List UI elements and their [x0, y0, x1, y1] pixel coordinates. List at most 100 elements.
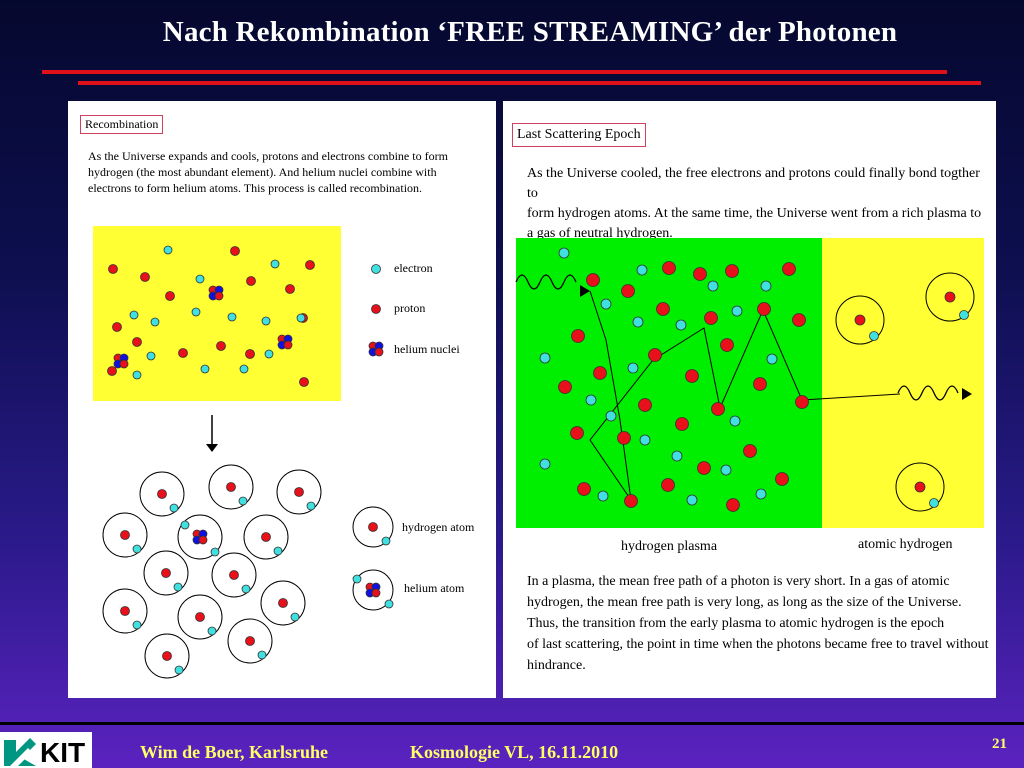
plasma-electron	[639, 434, 651, 446]
proton-particle	[216, 341, 226, 351]
plasma-electron	[632, 316, 644, 328]
plasma-proton	[656, 302, 670, 316]
hydrogen-electron	[238, 496, 248, 506]
recombination-box-label: Recombination	[80, 115, 164, 134]
proton-particle	[107, 366, 117, 376]
legend-helium-electron	[352, 574, 362, 584]
plasma-proton	[725, 264, 739, 278]
plasma-electron	[600, 298, 612, 310]
caption-atomic-hydrogen: atomic hydrogen	[858, 537, 953, 552]
proton-particle	[132, 337, 142, 347]
plasma-proton	[697, 461, 711, 475]
helium-proton	[214, 291, 224, 301]
photon-wave-in	[515, 274, 577, 290]
plasma-proton	[617, 431, 631, 445]
plasma-proton	[782, 262, 796, 276]
legend-proton-icon	[371, 304, 381, 314]
footer-course: Kosmologie VL, 16.11.2010	[410, 742, 619, 762]
atomic-hydrogen-electron	[869, 331, 879, 341]
hydrogen-proton	[120, 530, 130, 540]
plasma-electron	[636, 264, 648, 276]
electron-particle	[150, 317, 160, 327]
hydrogen-atom-orbit	[177, 594, 223, 640]
atomic-hydrogen-orbit	[895, 462, 945, 512]
legend-hydrogen-proton	[368, 522, 378, 532]
helium-electron	[180, 520, 190, 530]
recombination-text: As the Universe expands and cools, proto…	[88, 149, 448, 195]
hydrogen-atom-orbit	[227, 618, 273, 664]
electron-particle	[261, 316, 271, 326]
plasma-proton	[757, 302, 771, 316]
helium-proton	[198, 535, 208, 545]
hydrogen-electron	[174, 665, 184, 675]
hydrogen-atom-orbit	[260, 580, 306, 626]
hydrogen-atom-orbit	[139, 471, 185, 517]
last-scattering-outro: In a plasma, the mean free path of a pho…	[527, 574, 989, 673]
plasma-electron	[707, 280, 719, 292]
proton-particle	[305, 260, 315, 270]
helium-proton	[371, 588, 381, 598]
hydrogen-proton	[161, 568, 171, 578]
helium-nucleus	[208, 285, 224, 301]
plasma-proton	[648, 348, 662, 362]
plasma-proton	[753, 377, 767, 391]
down-arrow-icon	[206, 444, 218, 452]
last-scattering-box-label: Last Scattering Epoch	[512, 123, 646, 147]
atomic-hydrogen-atoms	[835, 272, 975, 512]
hydrogen-electron	[132, 544, 142, 554]
proton-particle	[108, 264, 118, 274]
proton-particle	[165, 291, 175, 301]
proton-particle	[230, 246, 240, 256]
legend-helium-nuclei-label: helium nuclei	[394, 342, 460, 356]
hydrogen-proton	[294, 487, 304, 497]
title-underline-top	[42, 70, 947, 74]
proton-particle	[112, 322, 122, 332]
hydrogen-proton	[120, 606, 130, 616]
electron-particle	[239, 364, 249, 374]
atoms-grid	[102, 464, 394, 679]
plasma-proton	[661, 478, 675, 492]
hydrogen-atom-orbit	[276, 469, 322, 515]
hydrogen-electron	[173, 582, 183, 592]
plasma-particles-right	[539, 247, 809, 512]
legend-helium-atom-label: helium atom	[404, 581, 465, 595]
plasma-proton	[586, 273, 600, 287]
hydrogen-atom-orbit	[144, 633, 190, 679]
hydrogen-electron	[290, 612, 300, 622]
proton-particle	[299, 377, 309, 387]
plasma-electron	[597, 490, 609, 502]
plasma-electron	[671, 450, 683, 462]
legend-helium-atom-orbit	[352, 569, 394, 611]
legend-helium-atom-nucleus	[365, 582, 381, 598]
atomic-hydrogen-proton	[914, 481, 926, 493]
plasma-electron	[675, 319, 687, 331]
atomic-hydrogen-region	[822, 238, 984, 528]
plasma-proton	[711, 402, 725, 416]
plasma-proton	[726, 498, 740, 512]
plasma-proton	[720, 338, 734, 352]
plasma-proton	[624, 494, 638, 508]
electron-particle	[163, 245, 173, 255]
atomic-hydrogen-proton	[854, 314, 866, 326]
hydrogen-electron	[169, 503, 179, 513]
proton-particle	[285, 284, 295, 294]
hydrogen-proton	[229, 570, 239, 580]
helium-atom-nucleus	[192, 529, 208, 545]
proton-particle	[140, 272, 150, 282]
plasma-proton	[577, 482, 591, 496]
hydrogen-electron	[306, 501, 316, 511]
last-scattering-intro: As the Universe cooled, the free electro…	[527, 166, 982, 241]
photon-arrow-in-icon	[580, 285, 590, 297]
hydrogen-atom-orbit	[102, 512, 148, 558]
plasma-proton	[621, 284, 635, 298]
legend-proton-label: proton	[394, 301, 426, 315]
plasma-electron	[605, 410, 617, 422]
plasma-proton	[792, 313, 806, 327]
hydrogen-proton	[245, 636, 255, 646]
electron-particle	[200, 364, 210, 374]
plasma-proton	[593, 366, 607, 380]
plasma-electron	[585, 394, 597, 406]
hydrogen-proton	[226, 482, 236, 492]
